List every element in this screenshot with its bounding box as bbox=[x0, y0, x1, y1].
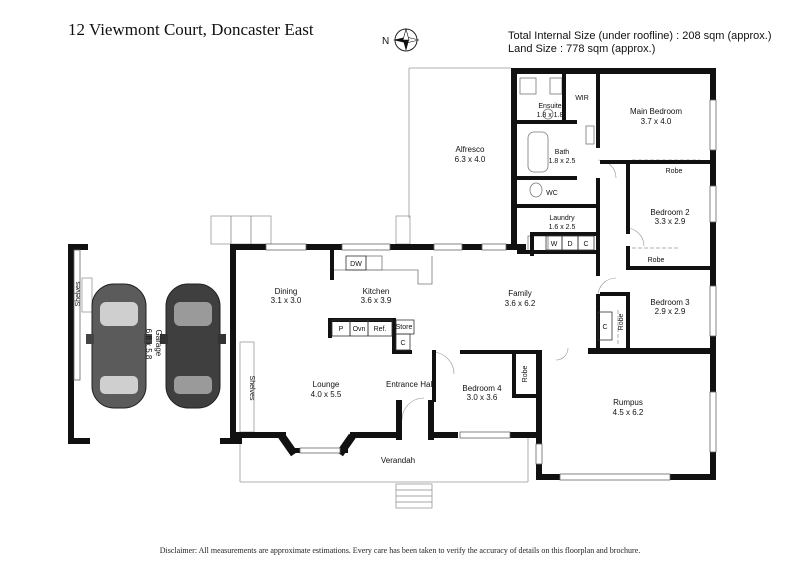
bath-dims: 1.8 x 2.5 bbox=[549, 158, 576, 165]
fridge-label: Ref. bbox=[374, 326, 387, 333]
family-name: Family bbox=[508, 289, 532, 298]
lounge-name: Lounge bbox=[313, 380, 340, 389]
small-boxes bbox=[331, 235, 613, 351]
dishwasher-label: DW bbox=[350, 261, 362, 268]
bedroom3-robe-label: Robe bbox=[618, 314, 625, 331]
dryer-label: D bbox=[567, 241, 572, 248]
walls bbox=[68, 68, 716, 480]
verandah-label: Verandah bbox=[381, 456, 415, 465]
store-cupboard-label: C bbox=[400, 340, 405, 347]
land-size-text: Land Size : 778 sqm (approx.) bbox=[508, 43, 656, 55]
alfresco-name: Alfresco bbox=[456, 145, 485, 154]
hall-cupboard-label: C bbox=[602, 324, 607, 331]
internal-size-text: Total Internal Size (under roofline) : 2… bbox=[508, 30, 772, 42]
kitchen-name: Kitchen bbox=[363, 287, 390, 296]
compass-north-label: N bbox=[382, 36, 389, 47]
laundry-name: Laundry bbox=[549, 215, 575, 222]
lounge-dims: 4.0 x 5.5 bbox=[311, 390, 342, 399]
kitchen-dims: 3.6 x 3.9 bbox=[361, 296, 392, 305]
main-robe-label: Robe bbox=[666, 168, 683, 175]
entrance-hall-label: Entrance Hall bbox=[386, 380, 434, 389]
family-dims: 3.6 x 6.2 bbox=[505, 299, 536, 308]
bath-name: Bath bbox=[555, 149, 570, 156]
oven-label: Ovn bbox=[353, 326, 366, 333]
ensuite-name: Ensuite bbox=[538, 103, 561, 110]
disclaimer-text: Disclaimer: All measurements are approxi… bbox=[159, 546, 641, 555]
laundry-cupboard-label: C bbox=[583, 241, 588, 248]
wc-label: WC bbox=[546, 190, 558, 197]
main-bedroom-dims: 3.7 x 4.0 bbox=[641, 117, 672, 126]
windows bbox=[73, 99, 717, 481]
compass-icon: N bbox=[382, 27, 420, 52]
store-label: Store bbox=[396, 324, 413, 331]
ensuite-dims: 1.8 x 1.8 bbox=[537, 112, 564, 119]
bedroom2-dims: 3.3 x 2.9 bbox=[655, 217, 686, 226]
lounge-shelves-label: Shelves bbox=[248, 376, 255, 401]
main-bedroom-name: Main Bedroom bbox=[630, 107, 682, 116]
washer-label: W bbox=[551, 241, 558, 248]
garage-label: Garage 6.8 x 5.8 bbox=[144, 329, 163, 360]
rumpus-name: Rumpus bbox=[613, 398, 643, 407]
car-left bbox=[86, 283, 152, 409]
bedroom3-dims: 2.9 x 2.9 bbox=[655, 307, 686, 316]
rumpus-dims: 4.5 x 6.2 bbox=[613, 408, 644, 417]
wir-label: WIR bbox=[575, 95, 589, 102]
bedroom2-robe-label: Robe bbox=[648, 257, 665, 264]
laundry-dims: 1.6 x 2.5 bbox=[549, 224, 576, 231]
garage-shelves-label: Shelves bbox=[75, 281, 82, 306]
room-labels: Garage 6.8 x 5.8 Shelves Dining 3.1 x 3.… bbox=[75, 95, 690, 465]
pantry-label: P bbox=[339, 326, 344, 333]
property-title: 12 Viewmont Court, Doncaster East bbox=[68, 20, 314, 39]
bedroom4-dims: 3.0 x 3.6 bbox=[467, 393, 498, 402]
alfresco-dims: 6.3 x 4.0 bbox=[455, 155, 486, 164]
dining-name: Dining bbox=[275, 287, 298, 296]
dining-dims: 3.1 x 3.0 bbox=[271, 296, 302, 305]
bedroom4-robe-label: Robe bbox=[522, 366, 529, 383]
bedroom3-name: Bedroom 3 bbox=[650, 298, 690, 307]
bedroom2-name: Bedroom 2 bbox=[650, 208, 690, 217]
car-right bbox=[160, 283, 226, 409]
bedroom4-name: Bedroom 4 bbox=[462, 384, 502, 393]
